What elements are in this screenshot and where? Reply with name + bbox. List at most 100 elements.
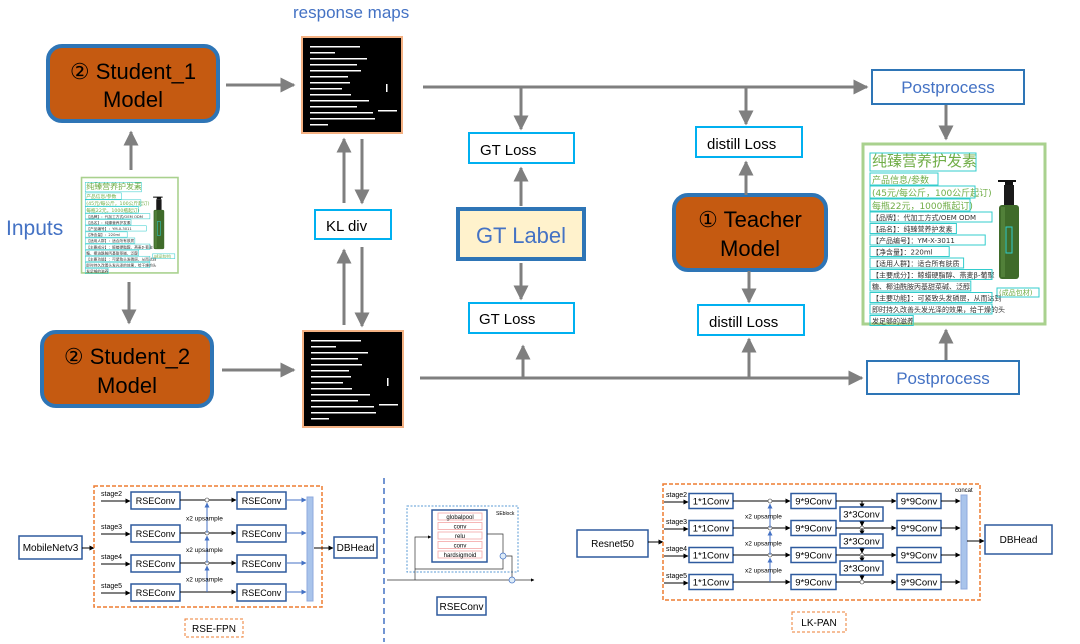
rseconv-label: RSEConv [136,588,176,598]
rseconv-title: RSEConv [440,602,484,613]
postprocess-top-label: Postprocess [901,78,995,97]
card-line: 【品名】：纯臻营养护发素 [872,225,953,234]
card-tag: (成品包材) [999,288,1033,297]
gt-loss-bottom-box: GT Loss [468,302,575,334]
response-line [311,358,358,360]
se-layer-label: conv [454,543,467,549]
response-line [310,82,350,84]
conv-label: 9*9Conv [795,524,832,535]
card-green-line: (45元/每公斤，100公斤起订) [872,187,992,199]
rseconv-box [236,524,287,543]
response-line [311,412,376,414]
resnet50-box: Resnet50 [591,539,634,550]
se-layer-box [437,531,483,540]
rseconv-label: RSEConv [242,588,282,598]
lk-pan-dbhead: DBHead [1000,535,1038,546]
gt-label-box: GT Label [456,207,586,261]
lk-pan-title: LK-PAN [801,618,836,629]
card-line: 【适用人群】：适合所有肤质 [872,259,960,268]
bottle-image [998,180,1019,279]
fpn-stage-label: stage3 [101,524,122,531]
card-title: 纯臻营养护发素 [872,152,977,170]
response-line [311,346,336,348]
conv-label: 1*1Conv [693,524,730,535]
response-line [310,64,357,66]
student1-subtitle: Model [103,87,163,112]
card-line: 【产品编号】：YM-X-3011 [872,236,955,245]
seblock-diagram: SEblock globalpoolconvreluconvhardsigmoi… [387,505,535,616]
conv-label: 9*9Conv [901,578,938,589]
response-map-1 [301,36,403,134]
response-line [310,58,367,60]
se-layer-box [437,522,483,530]
student2-title: ② Student_2 [64,344,190,369]
top-arrows [121,77,954,386]
response-line [311,364,362,366]
conv-label: 1*1Conv [693,578,730,589]
inputs-label: Inputs [6,217,63,240]
se-layer-label: relu [455,534,465,540]
conv-label: 3*3Conv [843,510,880,521]
gt-loss-top-box: GT Loss [468,132,575,164]
rse-fpn-title: RSE-FPN [192,624,236,635]
add-node [767,498,773,504]
mobilenetv3-box: MobileNetv3 [23,543,79,554]
response-line [311,382,343,384]
rse-fpn-dbhead: DBHead [337,543,375,554]
lk-pan-diagram: Resnet50 stage2 1*1Conv 9*9Conv 9*9Conv stag… [576,483,1053,633]
response-line [310,70,361,72]
response-line [379,404,398,406]
response-line [311,394,370,396]
teacher-subtitle: Model [720,236,780,261]
response-line [310,76,348,78]
fpn-stage-label: stage4 [101,554,122,561]
response-line [386,84,388,92]
response-map-2 [302,330,404,428]
add-node [204,497,210,503]
card-line: 糖、椰油酰胺丙基甜菜碱、泛醇 [872,282,970,291]
concat-label: concat [955,488,973,494]
card-line: 【品牌】：代加工方式/OEM ODM [872,213,976,222]
upsample-label: x2 upsample [186,547,223,554]
conv-label: 3*3Conv [843,564,880,575]
response-line [311,388,352,390]
teacher-title: ① Teacher [698,207,802,232]
card-green-line: 每瓶22元，1000瓶起订) [872,200,973,212]
response-line [311,352,368,354]
rseconv-label: RSEConv [242,559,282,569]
rseconv-label: RSEConv [136,559,176,569]
card-line: 【主要功能】：可紧致头发磷层，从而达到 [872,294,1002,303]
response-line [310,118,375,120]
pan-stage-label: stage5 [666,573,687,580]
response-line [310,124,328,126]
distill-loss-top-box: distill Loss [695,126,803,158]
rseconv-box [236,554,287,573]
response-line [310,88,342,90]
distill-loss-bottom-box: distill Loss [697,304,805,336]
upsample-label: x2 upsample [186,577,223,584]
upsample-label: x2 upsample [186,516,223,523]
postprocess-bottom-box: Postprocess [866,360,1020,395]
card-line: 发足够的滋养 [872,317,914,326]
pan-stage-label: stage3 [666,519,687,526]
rseconv-label: RSEConv [242,496,282,506]
student2-model-box: ② Student_2 Model [40,330,214,408]
rseconv-label: RSEConv [136,496,176,506]
fpn-stage-label: stage5 [101,583,122,590]
gt-loss-top-label: GT Loss [480,142,536,159]
se-layer-box [437,512,483,521]
response-line [311,400,358,402]
fpn-stage-label: stage2 [101,491,122,498]
student1-title: ② Student_1 [70,59,196,84]
student1-model-box: ② Student_1 Model [46,44,220,123]
gt-label-text: GT Label [476,223,566,248]
kl-div-label: KL div [326,218,368,235]
rseconv-box [236,491,287,510]
pan-stage-label: stage2 [666,492,687,499]
input-product-image [80,176,179,275]
response-line [310,112,373,114]
response-line [310,46,360,48]
conv-label: 9*9Conv [901,524,938,535]
